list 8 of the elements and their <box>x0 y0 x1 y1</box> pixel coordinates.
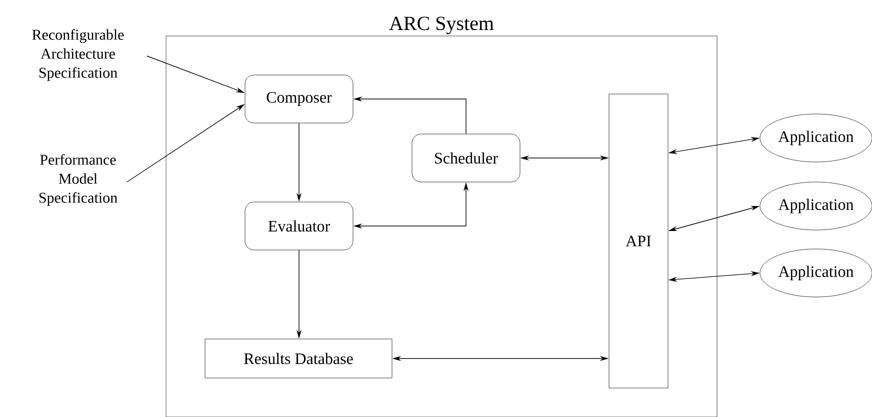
process-box: API <box>608 94 668 388</box>
node-label: ARC System <box>389 16 494 34</box>
process-box: Scheduler <box>412 134 520 182</box>
input-label: Performance Model Specification <box>39 154 118 206</box>
input-label: Reconfigurable Architecture Specification <box>32 29 124 81</box>
process-box: Results Database <box>204 338 392 378</box>
process-box: Composer <box>244 74 354 124</box>
process-box: Evaluator <box>244 202 354 250</box>
